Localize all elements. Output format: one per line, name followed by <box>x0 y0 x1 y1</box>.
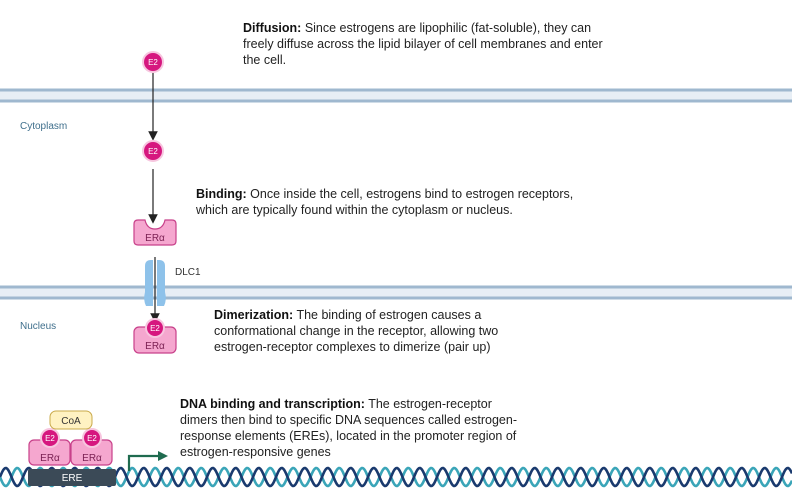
transcription-arrowhead <box>158 451 168 461</box>
cytoplasm-label: Cytoplasm <box>20 121 68 132</box>
ere-label: ERE <box>62 473 83 484</box>
dimerization-title: Dimerization: <box>214 308 294 322</box>
binding-title: Binding: <box>196 187 247 201</box>
estrogen-receptor-complex-nucleus: ERα E2 <box>133 318 177 354</box>
diffusion-title: Diffusion: <box>243 21 302 35</box>
receptor-label: ERα <box>145 341 165 352</box>
dna-binding-description: The estrogen-receptor dimers then bind t… <box>180 397 517 459</box>
dimerization-description: The binding of estrogen causes a conform… <box>214 308 499 354</box>
binding-description: Once inside the cell, estrogens bind to … <box>196 187 574 217</box>
e2-label: E2 <box>150 324 160 333</box>
e2-label: E2 <box>148 58 158 67</box>
ere-element: ERE <box>28 469 116 486</box>
dlc1-label: DLC1 <box>175 267 201 278</box>
e2-label: E2 <box>45 434 55 443</box>
receptor-label: ERα <box>40 453 60 464</box>
diffusion-step-text: Diffusion: Since estrogens are lipophili… <box>243 20 623 68</box>
nuclear-membrane <box>0 285 792 300</box>
estrogen-receptor-cytoplasm: ERα <box>133 219 177 246</box>
plasma-membrane <box>0 88 792 103</box>
e2-label: E2 <box>148 147 158 156</box>
coa-label: CoA <box>61 416 81 427</box>
dna-binding-step-text: DNA binding and transcription: The estro… <box>180 396 525 460</box>
receptor-dimer: ERα ERα E2 E2 <box>28 428 113 466</box>
dna-strand-light <box>0 466 792 488</box>
receptor-label: ERα <box>82 453 102 464</box>
dna-helix <box>0 466 792 488</box>
estrogen-molecule-cytoplasm: E2 <box>142 140 164 162</box>
coactivator: CoA <box>49 410 93 430</box>
diffusion-description: Since estrogens are lipophilic (fat-solu… <box>243 21 603 67</box>
dlc1-pore <box>144 260 166 306</box>
binding-step-text: Binding: Once inside the cell, estrogens… <box>196 186 576 218</box>
dna-strand-dark <box>0 466 792 488</box>
nucleus-label: Nucleus <box>20 321 57 332</box>
dimerization-step-text: Dimerization: The binding of estrogen ca… <box>214 307 544 355</box>
dna-binding-title: DNA binding and transcription: <box>180 397 365 411</box>
estrogen-molecule-extracellular: E2 <box>142 51 164 73</box>
transcription-arrow <box>127 454 160 471</box>
e2-label: E2 <box>87 434 97 443</box>
receptor-label: ERα <box>145 233 165 244</box>
